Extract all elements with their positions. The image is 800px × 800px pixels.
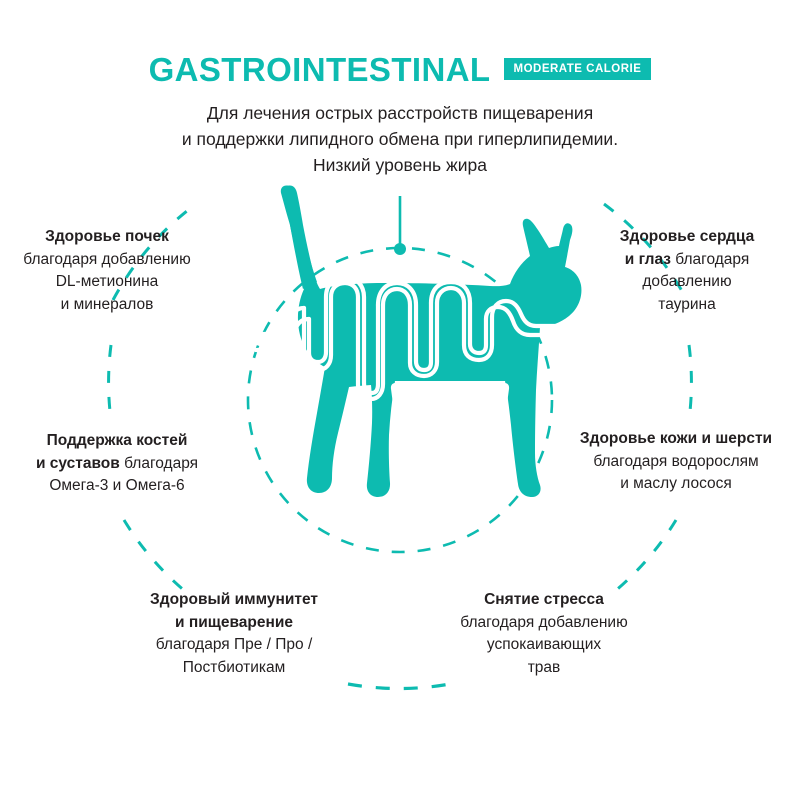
outer-arc-left xyxy=(107,344,113,421)
outer-arc-bottom-right xyxy=(613,519,678,594)
header: GASTROINTESTINAL MODERATE CALORIE xyxy=(0,50,800,88)
kidney-health-line-2: благодаря добавлению xyxy=(23,250,191,268)
stress-relief-line-3: успокаивающих xyxy=(486,636,602,653)
heart-eye-line-4: таурина xyxy=(658,295,716,313)
bone-joint-line-3: Омега-3 и Омега-6 xyxy=(49,477,185,494)
kidney-health-title: Здоровье почек xyxy=(45,228,169,245)
cat-leg-gap xyxy=(390,381,510,457)
skin-coat-title: Здоровье кожи и шерсти xyxy=(579,430,773,447)
heart-eye-health-callout: Здоровье сердца и глаз благодаря добавле… xyxy=(578,226,796,316)
kidney-health-line-4: и минералов xyxy=(60,295,154,313)
bone-joint-title-line-2: и суставов xyxy=(35,454,120,472)
outer-arc-bottom xyxy=(347,682,451,691)
stress-relief-line-2: благодаря добавлению xyxy=(460,613,628,631)
bone-joint-support-callout: Поддержка костей и суставов благодаря Ом… xyxy=(0,430,236,498)
bone-joint-line-2-tail: благодаря xyxy=(119,454,199,472)
bone-joint-title-line-1: Поддержка костей xyxy=(46,432,188,449)
outer-arc-right xyxy=(687,344,693,421)
immunity-line-4: Постбиотикам xyxy=(182,658,286,676)
immunity-title-line-1: Здоровый иммунитет xyxy=(150,591,318,608)
stress-relief-callout: Снятие стресса благодаря добавлению успо… xyxy=(420,589,668,679)
moderate-calorie-badge: MODERATE CALORIE xyxy=(503,57,652,81)
outer-arc-bottom-left xyxy=(122,519,187,594)
immunity-line-3: благодаря Пре / Про / xyxy=(155,636,313,653)
heart-eye-line-2-tail: благодаря xyxy=(671,250,750,268)
subtitle-line-2: и поддержки липидного обмена при гиперли… xyxy=(181,129,619,149)
kidney-health-callout: Здоровье почек благодаря добавлению DL-м… xyxy=(0,226,216,316)
subtitle-line-1: Для лечения острых расстройств пищеварен… xyxy=(206,103,594,123)
heart-eye-line-3: добавлению xyxy=(642,273,732,290)
skin-coat-line-3: и маслу лосося xyxy=(620,475,732,492)
stress-relief-line-4: трав xyxy=(527,658,561,676)
intestine-icon xyxy=(253,274,559,402)
subtitle-line-3: Низкий уровень жира xyxy=(313,155,487,175)
cat-silhouette-icon xyxy=(253,185,582,497)
heart-eye-title-line-1: Здоровье сердца xyxy=(619,228,755,245)
page-title: GASTROINTESTINAL xyxy=(148,50,491,88)
heart-eye-title-line-2: и глаз xyxy=(624,250,671,268)
immunity-title-line-2: и пищеварение xyxy=(175,613,293,631)
immunity-digestion-callout: Здоровый иммунитет и пищеварение благода… xyxy=(110,589,358,679)
subtitle: Для лечения острых расстройств пищеварен… xyxy=(120,100,680,178)
stress-relief-title: Снятие стресса xyxy=(484,591,604,608)
skin-coat-line-2: благодаря водорослям xyxy=(593,452,759,470)
skin-coat-health-callout: Здоровье кожи и шерсти благодаря водорос… xyxy=(552,428,800,496)
kidney-health-line-3: DL-метионина xyxy=(55,273,159,290)
